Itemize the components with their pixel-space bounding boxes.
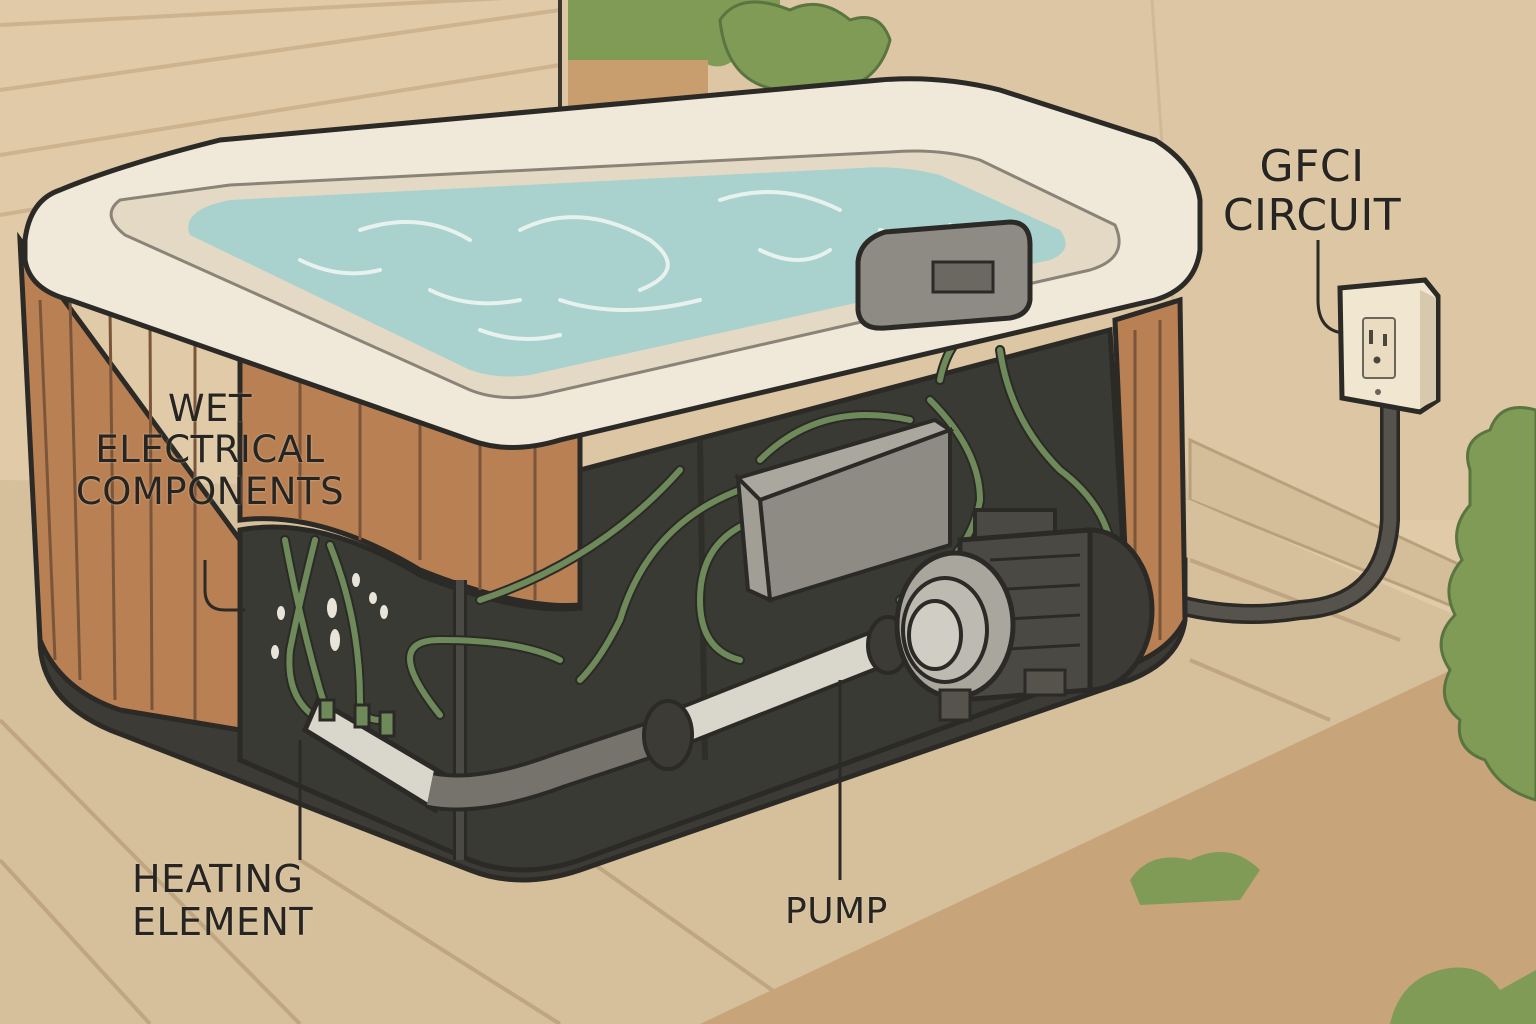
label-line: GFCI — [1259, 141, 1365, 192]
topside-control-panel — [855, 219, 1033, 331]
wet-electrical-leader-line — [203, 560, 245, 612]
dirt-path — [700, 630, 1536, 1024]
label-line: CIRCUIT — [1222, 190, 1402, 242]
shrub-right — [1439, 406, 1536, 802]
wood-panel-left — [17, 231, 243, 733]
patio-joints — [0, 558, 1401, 1024]
label-line: PUMP — [785, 891, 888, 932]
label-line: COMPONENTS — [75, 469, 345, 513]
water — [188, 167, 1066, 377]
label-line: ELEMENT — [132, 899, 314, 944]
pump-label: PUMP — [785, 891, 905, 932]
gfci-outlet — [1337, 277, 1441, 415]
heating-element-label: HEATING ELEMENT — [132, 858, 332, 943]
gfci-circuit-label: GFCI CIRCUIT — [1212, 142, 1412, 241]
gfci-leader-line — [1316, 240, 1344, 335]
label-line: ELECTRICAL — [95, 428, 325, 472]
plumbing-pipe — [426, 615, 910, 812]
label-line: HEATING — [132, 857, 304, 901]
control-box — [734, 417, 955, 604]
label-line: WET — [167, 387, 253, 430]
water-droplets — [271, 573, 388, 659]
pump — [894, 508, 1155, 722]
wet-electrical-components-label: WET ELECTRICAL COMPONENTS — [70, 387, 350, 513]
